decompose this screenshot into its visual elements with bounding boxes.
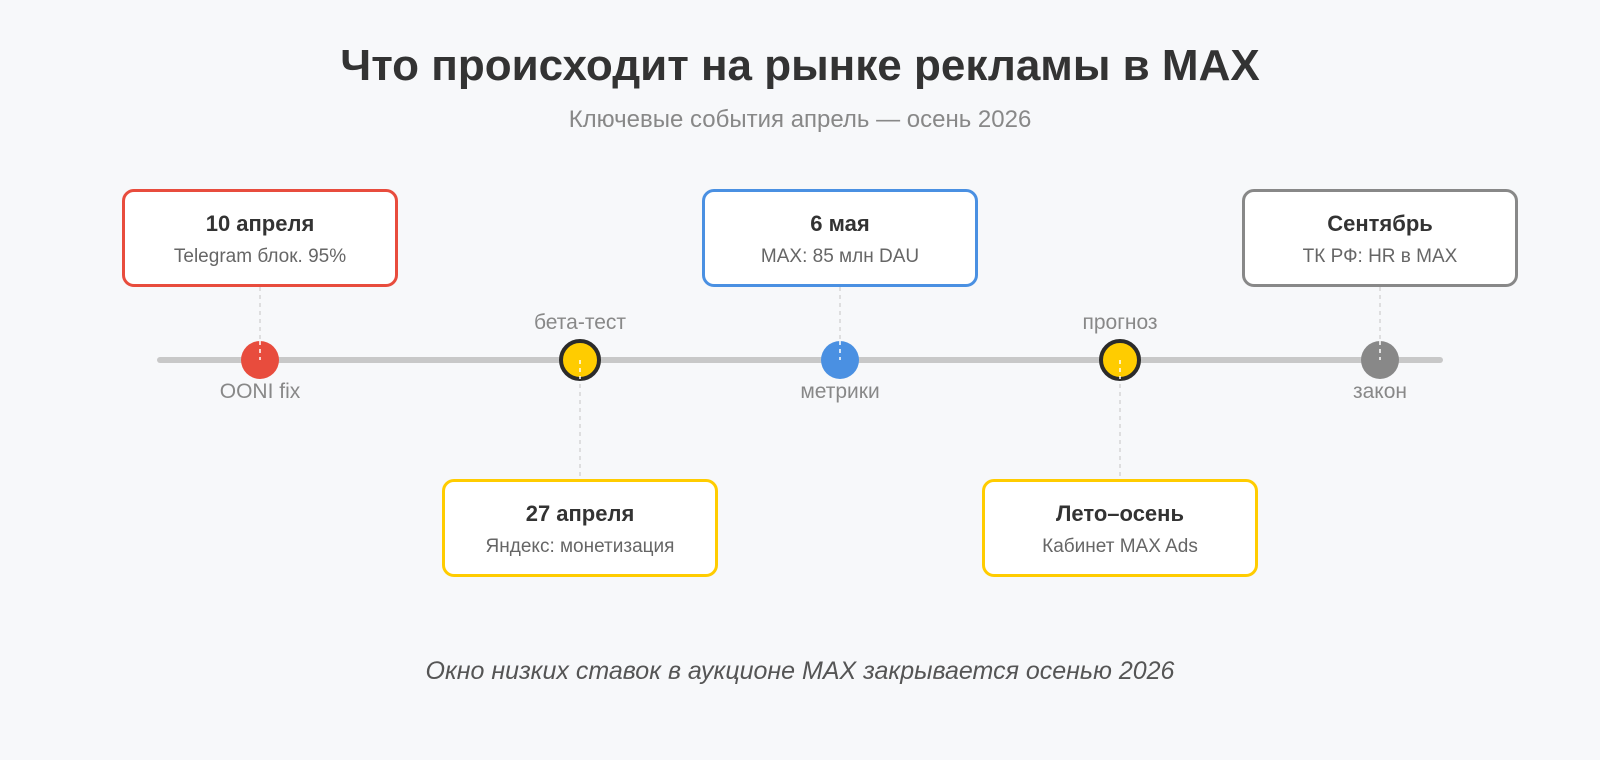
event-description: Кабинет MAX Ads <box>1042 536 1198 557</box>
event-marker-label: метрики <box>800 380 880 403</box>
event-date: Лето–осень <box>1056 501 1184 526</box>
event-marker-label: закон <box>1352 380 1407 403</box>
event-marker-label: бета-тест <box>533 311 626 334</box>
event-date: Сентябрь <box>1327 211 1433 236</box>
page-subtitle: Ключевые события апрель — осень 2026 <box>568 106 1032 133</box>
event-marker-label: OONI fix <box>219 380 301 403</box>
footer-note: Окно низких ставок в аукционе MAX закрыв… <box>425 657 1175 685</box>
event-marker-label: прогноз <box>1082 311 1158 334</box>
event-date: 27 апреля <box>525 501 635 526</box>
event-card: Сентябрь ТК РФ: HR в MAX <box>1242 189 1518 287</box>
event-date: 6 мая <box>810 211 870 236</box>
event-description: MAX: 85 млн DAU <box>760 246 920 267</box>
event-description: Яндекс: монетизация <box>485 536 675 557</box>
page-title: Что происходит на рынке рекламы в MAX <box>340 41 1260 90</box>
event-description: Telegram блок. 95% <box>173 246 347 267</box>
event-description: ТК РФ: HR в MAX <box>1302 246 1458 267</box>
marker-group <box>241 339 1399 381</box>
event-date: 10 апреля <box>205 211 315 236</box>
